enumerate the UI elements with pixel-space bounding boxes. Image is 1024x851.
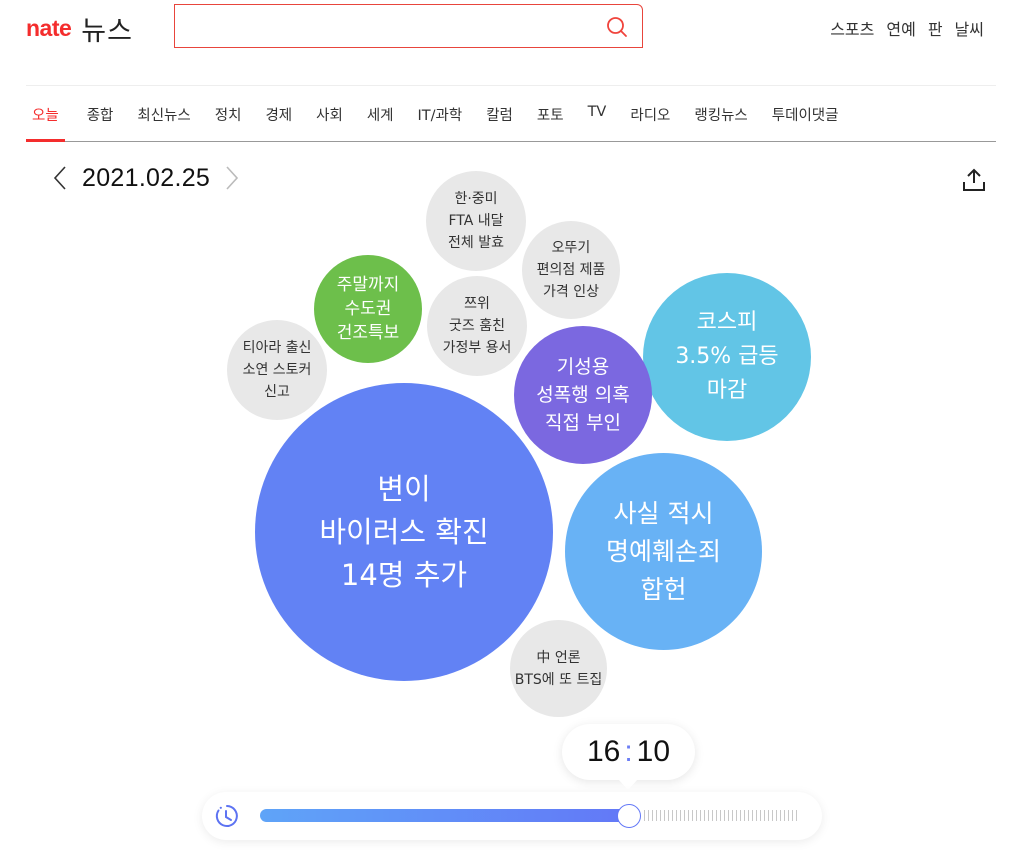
top-links: 스포츠 연예 판 날씨	[830, 16, 984, 40]
tab-tv[interactable]: TV	[587, 104, 607, 120]
slider-progress	[260, 809, 630, 822]
news-bubble[interactable]: 한·중미 FTA 내달 전체 발효	[426, 171, 526, 271]
tab-ranking[interactable]: 랭킹뉴스	[694, 108, 748, 124]
link-weather[interactable]: 날씨	[954, 20, 984, 39]
clock-button[interactable]	[214, 803, 240, 829]
nate-news-logo[interactable]: nate 뉴스	[26, 10, 133, 47]
news-bubble[interactable]: 오뚜기 편의점 제품 가격 인상	[522, 221, 620, 319]
bubble-headline: 中 언론 BTS에 또 트집	[514, 649, 603, 688]
time-separator: :	[624, 735, 633, 768]
news-bubble[interactable]: 中 언론 BTS에 또 트집	[510, 620, 607, 717]
search-icon	[607, 17, 627, 37]
slider-remaining-ticks	[644, 810, 800, 821]
news-bubble[interactable]: 사실 적시 명예훼손죄 합헌	[565, 453, 762, 650]
news-bubble[interactable]: 티아라 출신 소연 스토커 신고	[227, 320, 327, 420]
tab-today-comments[interactable]: 투데이댓글	[771, 108, 839, 124]
bubble-headline: 쯔위 굿즈 훔친 가정부 용서	[442, 296, 512, 356]
link-pann[interactable]: 판	[927, 20, 943, 39]
search-button[interactable]	[604, 14, 630, 40]
timeline-slider-card	[202, 792, 822, 840]
search-input[interactable]	[185, 13, 585, 39]
tab-photo[interactable]: 포토	[536, 108, 564, 124]
time-minute: 10	[636, 735, 671, 768]
tab-general[interactable]: 종합	[86, 108, 114, 124]
tab-economy[interactable]: 경제	[265, 108, 293, 124]
news-bubble[interactable]: 쯔위 굿즈 훔친 가정부 용서	[427, 276, 527, 376]
chevron-left-icon	[53, 166, 66, 190]
share-icon	[963, 168, 985, 191]
tab-today[interactable]: 오늘	[26, 100, 65, 142]
bubble-headline: 주말까지 수도권 건조특보	[336, 275, 400, 343]
tab-world[interactable]: 세계	[366, 108, 394, 124]
news-bubble[interactable]: 기성용 성폭행 의혹 직접 부인	[514, 326, 652, 464]
tab-it-science[interactable]: IT/과학	[417, 108, 463, 124]
time-hour: 16	[586, 735, 621, 768]
next-date-button[interactable]	[222, 164, 242, 192]
bubble-headline: 코스피 3.5% 급등 마감	[675, 310, 779, 403]
date-navigator: 2021.02.25	[50, 160, 242, 196]
timeline-slider[interactable]	[260, 804, 800, 828]
logo-section: 뉴스	[81, 15, 133, 47]
tab-latest[interactable]: 최신뉴스	[137, 108, 191, 124]
tab-radio[interactable]: 라디오	[630, 108, 671, 124]
prev-date-button[interactable]	[50, 164, 70, 192]
chevron-right-icon	[226, 166, 239, 190]
time-tooltip: 16 : 10	[562, 724, 695, 790]
search-box	[174, 4, 643, 48]
link-sports[interactable]: 스포츠	[830, 20, 875, 39]
bubble-headline: 티아라 출신 소연 스토커 신고	[242, 340, 312, 400]
bubble-headline: 변이 바이러스 확진 14명 추가	[319, 471, 489, 592]
bubble-headline: 한·중미 FTA 내달 전체 발효	[448, 191, 504, 251]
tab-column[interactable]: 칼럼	[486, 108, 513, 124]
news-bubble[interactable]: 코스피 3.5% 급등 마감	[643, 273, 811, 441]
bubble-headline: 사실 적시 명예훼손죄 합헌	[605, 498, 721, 604]
slider-thumb[interactable]	[617, 804, 641, 828]
link-entertainment[interactable]: 연예	[886, 20, 916, 39]
bubble-headline: 오뚜기 편의점 제품 가격 인상	[536, 240, 606, 300]
tab-politics[interactable]: 정치	[214, 108, 242, 124]
header-divider	[26, 85, 996, 86]
news-bubble[interactable]: 변이 바이러스 확진 14명 추가	[255, 383, 553, 681]
main-nav: 오늘 종합 최신뉴스 정치 경제 사회 세계 IT/과학 칼럼 포토 TV 라디…	[26, 100, 996, 142]
share-button[interactable]	[958, 164, 990, 196]
tab-society[interactable]: 사회	[316, 108, 343, 124]
bubble-headline: 기성용 성폭행 의혹 직접 부인	[536, 356, 630, 434]
current-date: 2021.02.25	[82, 163, 211, 192]
logo-brand: nate	[26, 14, 72, 41]
clock-icon	[215, 805, 238, 827]
news-bubble[interactable]: 주말까지 수도권 건조특보	[314, 255, 422, 363]
